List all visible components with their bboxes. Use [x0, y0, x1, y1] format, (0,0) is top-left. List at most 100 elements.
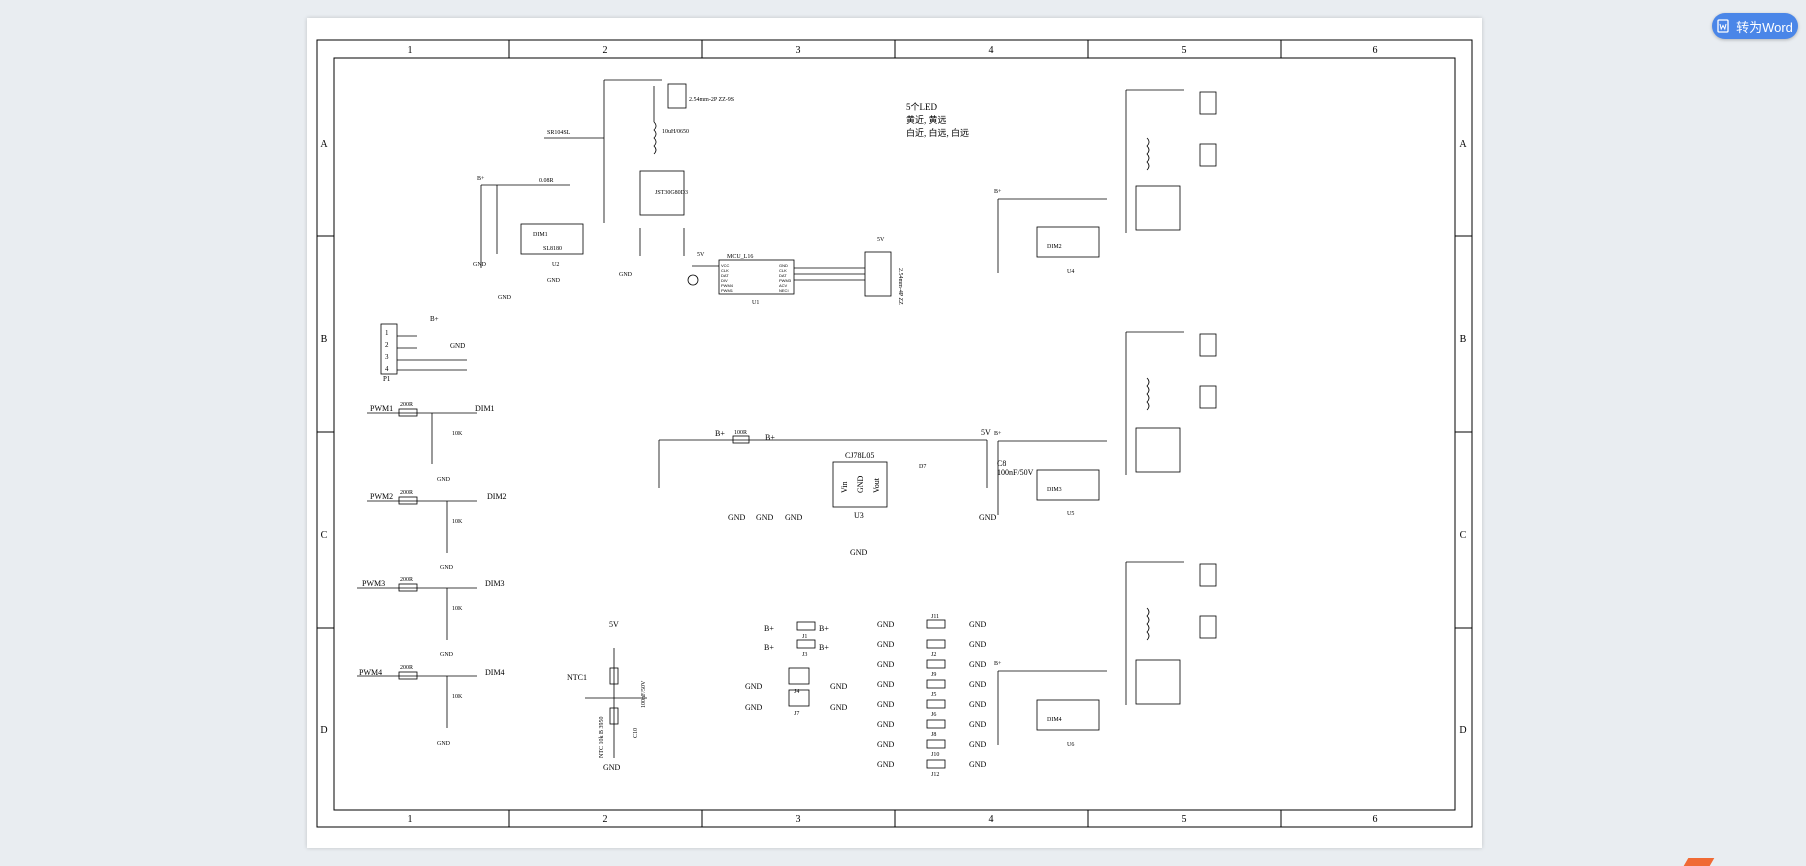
ground-label: GND	[969, 640, 987, 649]
column-label: 4	[989, 45, 994, 56]
supply-label: B+	[764, 643, 774, 652]
supply-label: 5V	[877, 237, 885, 243]
pull-resistor: 10K	[452, 694, 463, 700]
note-title: 5个LED	[906, 102, 937, 112]
ntc-label: NTC1	[567, 673, 587, 682]
ground-label: GND	[830, 703, 848, 712]
mcu-pin: PWM3	[779, 278, 792, 283]
supply-label: 5V	[697, 252, 705, 258]
driver-ref: U6	[1067, 742, 1074, 748]
regulator-pin: GND	[856, 475, 865, 493]
ground-label: GND	[473, 262, 487, 268]
dim-net: DIM3	[485, 579, 505, 588]
regulator-pin: Vin	[840, 481, 849, 493]
regulator-ref: U3	[854, 511, 864, 520]
pull-resistor: 10K	[452, 431, 463, 437]
jumper-ref: J8	[931, 732, 936, 738]
ground-label: GND	[969, 700, 987, 709]
ntc-cap: 100nF/50V	[641, 680, 647, 708]
convert-to-word-button[interactable]: 转为Word	[1712, 13, 1798, 39]
header-ref: P1	[383, 375, 391, 383]
column-label: 1	[408, 45, 413, 56]
header-pin: 1	[385, 329, 389, 337]
mcu-pin: DIV	[721, 278, 728, 283]
pwm-net: PWM1	[370, 404, 393, 413]
mosfet-part: JST30G80D3	[655, 190, 688, 196]
mcu-pin: VCC	[721, 263, 730, 268]
mcu-pin: CLK	[721, 268, 729, 273]
ground-label: GND	[745, 703, 763, 712]
supply-label: 5V	[981, 428, 991, 437]
row-label: B	[1460, 334, 1467, 345]
diode-d7: D7	[919, 464, 926, 470]
row-label: B	[321, 334, 328, 345]
pwm-resistor: 200R	[400, 665, 413, 671]
dim-net: DIM1	[533, 232, 548, 238]
supply-label: B+	[764, 624, 774, 633]
ground-label: GND	[877, 700, 895, 709]
ground-label: GND	[785, 513, 803, 522]
sense-res: 0.08R	[539, 178, 554, 184]
supply-label: B+	[994, 661, 1002, 667]
led-header: 2.54mm-2P ZZ-9S	[689, 97, 734, 103]
dim-net: DIM4	[1047, 717, 1062, 723]
corner-decoration	[1683, 858, 1715, 866]
mcu-pin: DAT	[779, 273, 787, 278]
column-label: 3	[796, 45, 801, 56]
ground-label: GND	[877, 680, 895, 689]
column-label: 6	[1373, 814, 1378, 825]
row-label: C	[321, 530, 328, 541]
dim-net: DIM4	[485, 668, 505, 677]
res-r2: 100R	[734, 430, 747, 436]
mcu-pin: PWM1	[721, 288, 734, 293]
ground-label: GND	[877, 660, 895, 669]
note-line: 黄近, 黄远	[906, 114, 947, 125]
ntc-part: NTC 10k B 3950	[599, 716, 605, 758]
column-label: 4	[989, 814, 994, 825]
ground-label: GND	[877, 760, 895, 769]
mcu-label: MCU_L16	[727, 254, 753, 260]
supply-label: B+	[819, 643, 829, 652]
ntc-cap-ref: C10	[633, 728, 639, 738]
driver-chip: SL8180	[543, 246, 562, 252]
ground-label: GND	[877, 720, 895, 729]
column-label: 5	[1182, 814, 1187, 825]
pwm-net: PWM4	[359, 668, 382, 677]
pwm-resistor: 200R	[400, 490, 413, 496]
column-label: 6	[1373, 45, 1378, 56]
dim-net: DIM3	[1047, 487, 1062, 493]
pdf-page: 1 2 3 4 5 6 1 2 3 4 5 6 A B C D A B C D …	[307, 18, 1482, 848]
dim-net: DIM2	[1047, 244, 1062, 250]
connector-label: 2.54mm-4P ZZ	[897, 268, 903, 305]
ground-label: GND	[756, 513, 774, 522]
ground-label: GND	[877, 740, 895, 749]
mcu-pin: ACV	[779, 283, 788, 288]
row-label: A	[1459, 139, 1467, 150]
ground-label: GND	[850, 548, 868, 557]
schottky-part: SR104SL	[547, 130, 571, 136]
row-label: C	[1460, 530, 1467, 541]
jumper-ref: J7	[794, 711, 799, 717]
jumper-ref: J1	[802, 634, 807, 640]
driver-ref: U4	[1067, 269, 1074, 275]
ground-label: GND	[830, 682, 848, 691]
ground-label: GND	[969, 760, 987, 769]
ground-label: GND	[619, 272, 633, 278]
ground-label: GND	[969, 620, 987, 629]
pwm-resistor: 200R	[400, 402, 413, 408]
c8-ref: C8	[997, 459, 1006, 468]
jumper-ref: J5	[931, 692, 936, 698]
pull-resistor: 10K	[452, 519, 463, 525]
jumper-ref: J10	[931, 752, 939, 758]
mcu-pin: DAT	[721, 273, 729, 278]
column-label: 1	[408, 814, 413, 825]
ground-label: GND	[877, 620, 895, 629]
row-label: A	[320, 139, 328, 150]
note-line: 白近, 白远, 白远	[906, 127, 969, 138]
supply-label: B+	[477, 176, 485, 182]
word-document-icon	[1717, 19, 1729, 33]
supply-label: B+	[430, 315, 439, 323]
mcu-pin: NECI	[779, 288, 789, 293]
jumper-ref: J3	[802, 652, 807, 658]
ground-label: GND	[728, 513, 746, 522]
